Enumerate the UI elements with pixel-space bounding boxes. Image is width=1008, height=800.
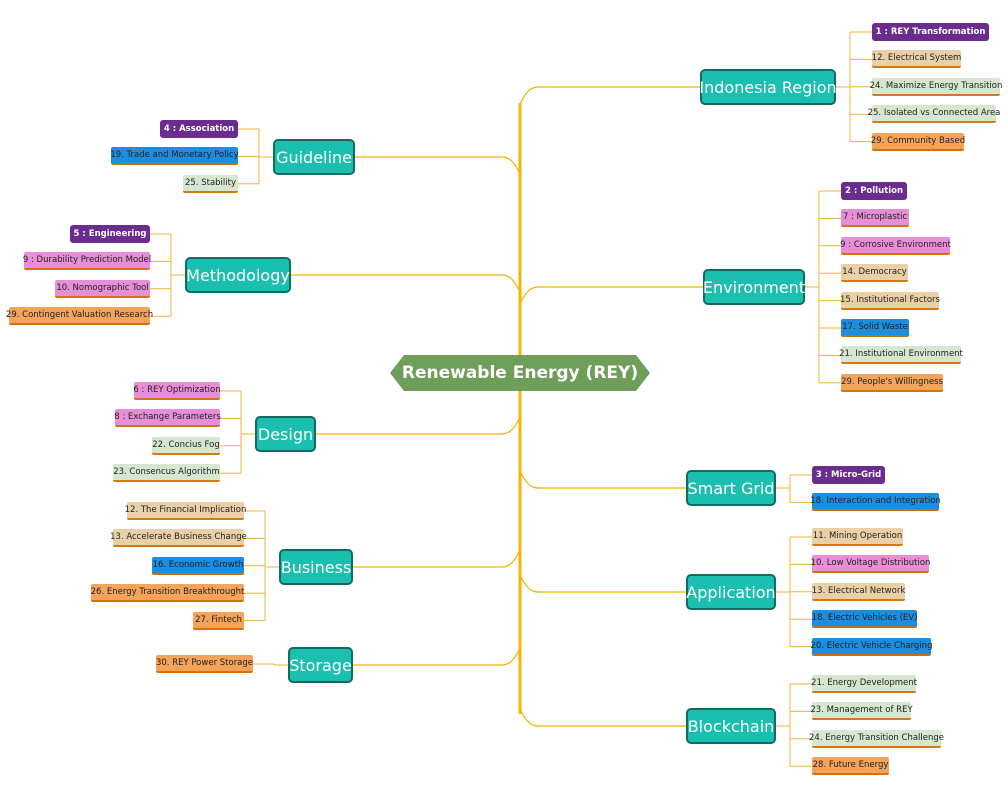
- leaf-methodology-2[interactable]: 9 : Durability Prediction Model: [23, 252, 151, 271]
- leaf-business-1[interactable]: 12. The Financial Implication: [125, 502, 246, 520]
- leaf-design-4[interactable]: 23. Consencus Algorithm: [113, 464, 220, 483]
- connector-methodology: [291, 274, 521, 293]
- leaf-environment-8[interactable]: 29. People's Willingness: [841, 373, 943, 392]
- leaf-design-1[interactable]: 6 : REY Optimization: [133, 382, 221, 400]
- branch-guideline[interactable]: Guideline: [273, 139, 355, 175]
- leaf-blockchain-3[interactable]: 24. Energy Transition Challenge: [809, 729, 944, 748]
- leaf-guideline-2[interactable]: 19. Trade and Monetary Policy: [110, 147, 239, 166]
- connector-blockchain: [519, 708, 686, 727]
- leaf-indonesia-region-5[interactable]: 29. Community Based: [871, 132, 965, 151]
- leaf-guideline-1[interactable]: 4 : Association: [160, 120, 238, 138]
- leaf-guideline-3[interactable]: 25. Stability: [183, 174, 238, 193]
- leaf-storage-1[interactable]: 30. REY Power Storage: [156, 655, 253, 673]
- leaf-environment-1[interactable]: 2 : Pollution: [841, 182, 907, 200]
- leaf-business-5[interactable]: 27. Fintech: [193, 611, 244, 630]
- leaf-business-3[interactable]: 16. Economic Growth: [152, 556, 244, 575]
- branch-smart-grid[interactable]: Smart Grid: [686, 470, 776, 506]
- leaf-methodology-1[interactable]: 5 : Engineering: [70, 225, 150, 243]
- leaf-environment-4[interactable]: 14. Democracy: [841, 264, 908, 283]
- leaf-environment-5[interactable]: 15. Institutional Factors: [840, 291, 940, 310]
- branch-storage[interactable]: Storage: [288, 647, 353, 683]
- connector-smart-grid: [519, 470, 686, 489]
- leaf-smart-grid-1[interactable]: 3 : Micro-Grid: [812, 466, 885, 484]
- connector-design: [316, 416, 521, 435]
- connector-storage: [353, 647, 521, 666]
- leaf-application-4[interactable]: 18. Electric Vehicles (EV): [812, 610, 917, 629]
- branch-indonesia-region[interactable]: Indonesia Region: [699, 69, 837, 105]
- connector-guideline: [355, 156, 521, 175]
- connector-environment: [519, 286, 703, 305]
- leaf-environment-7[interactable]: 21. Institutional Environment: [839, 346, 963, 365]
- branch-blockchain[interactable]: Blockchain: [686, 708, 776, 744]
- leaf-environment-3[interactable]: 9 : Corrosive Environment: [840, 236, 951, 255]
- leaf-blockchain-4[interactable]: 28. Future Energy: [812, 757, 889, 776]
- leaf-indonesia-region-4[interactable]: 25. Isolated vs Connected Area: [868, 105, 1000, 124]
- leaf-environment-6[interactable]: 17. Solid Waste: [841, 319, 909, 337]
- leaf-business-4[interactable]: 26. Energy Transition Breakthrought: [91, 584, 244, 603]
- branch-methodology[interactable]: Methodology: [185, 257, 291, 293]
- leaf-business-2[interactable]: 13. Accelerate Business Change: [110, 529, 247, 548]
- branch-application[interactable]: Application: [686, 574, 776, 610]
- leaf-application-3[interactable]: 13. Electrical Network: [812, 582, 905, 601]
- connector-application: [519, 574, 686, 593]
- branch-environment[interactable]: Environment: [703, 269, 805, 305]
- leaf-blockchain-1[interactable]: 21. Energy Development: [811, 675, 917, 693]
- branch-business[interactable]: Business: [279, 549, 353, 585]
- leaf-methodology-3[interactable]: 10. Nomographic Tool: [55, 279, 150, 298]
- branch-design[interactable]: Design: [255, 416, 316, 452]
- leaf-application-1[interactable]: 11. Mining Operation: [812, 528, 903, 546]
- connector-indonesia-region: [519, 86, 700, 105]
- leaf-indonesia-region-1[interactable]: 1 : REY Transformation: [872, 23, 989, 41]
- leaf-application-5[interactable]: 20. Electric Vehicle Charging: [811, 637, 932, 656]
- leaf-blockchain-2[interactable]: 23. Management of REY: [810, 702, 913, 721]
- leaf-design-3[interactable]: 22. Concius Fog: [152, 436, 220, 455]
- leaf-methodology-4[interactable]: 29. Contingent Valuation Research: [6, 307, 153, 326]
- connector-business: [353, 549, 521, 568]
- root-node[interactable]: Renewable Energy (REY): [390, 355, 650, 391]
- leaf-indonesia-region-3[interactable]: 24. Maximize Energy Transition: [870, 77, 1002, 96]
- leaf-design-2[interactable]: 8 : Exchange Parameters: [114, 409, 221, 428]
- leaf-application-2[interactable]: 10. Low Voltage Distribution: [811, 555, 930, 574]
- leaf-smart-grid-2[interactable]: 18. Interaction and Integration: [810, 493, 941, 512]
- leaf-environment-2[interactable]: 7 : Microplastic: [841, 209, 909, 228]
- leaf-indonesia-region-2[interactable]: 12. Electrical System: [872, 50, 961, 69]
